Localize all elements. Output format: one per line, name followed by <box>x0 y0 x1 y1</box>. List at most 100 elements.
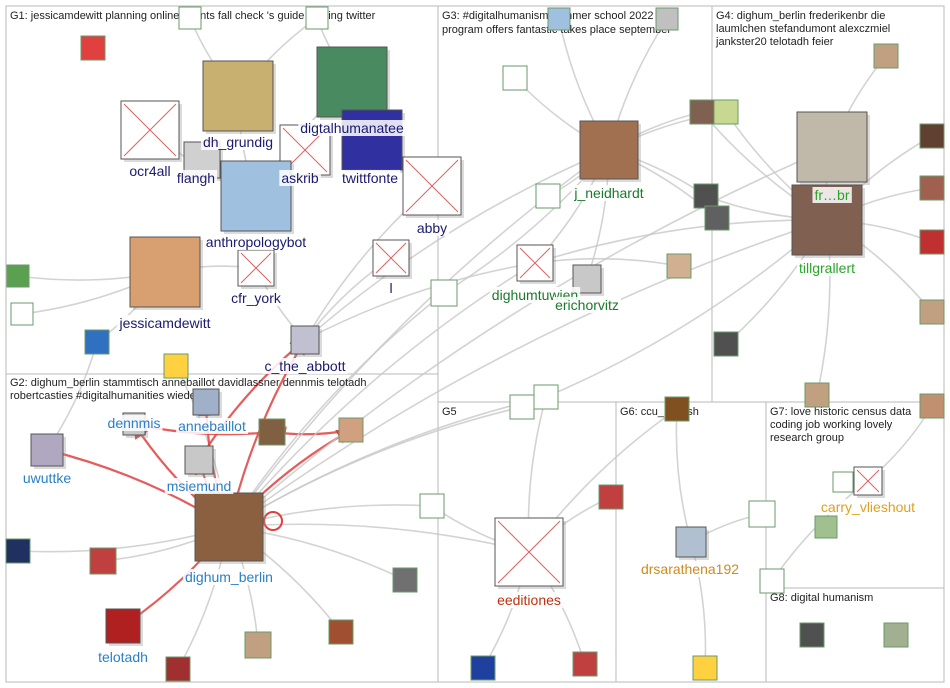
node-drsarathena192[interactable] <box>675 526 709 560</box>
node-avatar-small[interactable] <box>419 493 445 519</box>
node-avatar[interactable] <box>194 492 264 562</box>
node-c_the_abbott[interactable] <box>290 325 322 357</box>
node-avatar-small[interactable] <box>919 393 945 419</box>
node-label: carry_vlieshout <box>821 499 915 515</box>
node-msiemund[interactable] <box>184 445 216 477</box>
node-l[interactable] <box>372 239 412 279</box>
node-avatar-small[interactable] <box>178 6 202 30</box>
node-avatar-small[interactable] <box>535 183 561 209</box>
node-label: twittfonte <box>342 170 398 186</box>
node-avatar-small[interactable] <box>704 205 730 231</box>
node-avatar-small[interactable] <box>509 394 535 420</box>
node-telotadh[interactable] <box>105 608 143 646</box>
node-avatar-small[interactable] <box>6 264 30 288</box>
node-avatar-small[interactable] <box>430 279 458 307</box>
node-avatar-small[interactable] <box>89 547 117 575</box>
node-uwuttke[interactable] <box>30 433 66 469</box>
node-avatar[interactable] <box>290 325 320 355</box>
node-avatar-small[interactable] <box>84 329 110 355</box>
node-avatar-small[interactable] <box>814 515 838 539</box>
self-loop-edge <box>263 511 283 531</box>
node-avatar[interactable] <box>184 445 214 475</box>
node-annebaillot[interactable] <box>192 388 222 418</box>
node-label: annebaillot <box>178 418 246 434</box>
node-avatar-small[interactable] <box>165 656 191 682</box>
node-avatar-small[interactable] <box>328 619 354 645</box>
node-avatar-small[interactable] <box>598 484 624 510</box>
node-avatar-small[interactable] <box>919 299 945 325</box>
node-avatar-small[interactable] <box>693 183 719 209</box>
node-avatar-small[interactable] <box>10 302 34 326</box>
node-avatar-small[interactable] <box>338 417 364 443</box>
node-avatar[interactable] <box>192 388 220 416</box>
node-ocr4all[interactable] <box>120 100 182 162</box>
node-dighum_berlin[interactable] <box>194 492 266 564</box>
placeholder-cross-icon <box>519 247 551 279</box>
node-frederikenbr[interactable] <box>796 111 870 185</box>
node-avatar-small[interactable] <box>873 43 899 69</box>
node-avatar-small[interactable] <box>533 384 559 410</box>
node-layer <box>5 6 945 682</box>
node-avatar-small[interactable] <box>547 7 571 31</box>
node-avatar-small[interactable] <box>163 353 189 379</box>
node-carry_vlieshout[interactable] <box>853 466 885 498</box>
node-avatar-small[interactable] <box>759 568 785 594</box>
node-avatar-small[interactable] <box>832 471 854 493</box>
node-avatar-small[interactable] <box>799 622 825 648</box>
node-avatar-small[interactable] <box>748 500 776 528</box>
node-avatar-small[interactable] <box>80 35 106 61</box>
node-avatar[interactable] <box>579 120 639 180</box>
placeholder-cross-icon <box>497 520 561 584</box>
node-label: cfr_york <box>231 290 282 306</box>
node-avatar-small[interactable] <box>258 418 286 446</box>
node-avatar[interactable] <box>129 236 201 308</box>
node-label-background <box>229 290 284 306</box>
node-avatar-small[interactable] <box>713 331 739 357</box>
node-label: c_the_abbott <box>265 358 346 374</box>
node-abby[interactable] <box>402 156 464 218</box>
node-avatar-small[interactable] <box>470 655 496 681</box>
node-avatar[interactable] <box>796 111 868 183</box>
node-avatar-small[interactable] <box>919 229 945 255</box>
node-avatar-small[interactable] <box>244 631 272 659</box>
node-jessicamdewitt[interactable] <box>129 236 203 310</box>
node-avatar-small[interactable] <box>919 175 945 201</box>
node-avatar-small[interactable] <box>804 382 830 408</box>
node-j_neidhardt[interactable] <box>579 120 641 182</box>
node-avatar[interactable] <box>316 46 388 118</box>
node-avatar-small[interactable] <box>883 622 909 648</box>
node-label: abby <box>417 220 447 236</box>
node-cfr_york[interactable] <box>237 249 277 289</box>
node-avatar[interactable] <box>341 109 403 171</box>
node-avatar[interactable] <box>30 433 64 467</box>
edge <box>228 262 536 528</box>
node-avatar-small[interactable] <box>919 123 945 149</box>
node-eeditiones[interactable] <box>494 517 566 589</box>
placeholder-cross-icon <box>856 469 880 493</box>
node-dh_grundig[interactable] <box>202 60 276 134</box>
node-avatar-small[interactable] <box>713 99 739 125</box>
node-avatar-small[interactable] <box>572 651 598 677</box>
node-label-background <box>414 220 450 236</box>
node-avatar-small[interactable] <box>5 538 31 564</box>
node-label: tillgrallert <box>799 260 855 276</box>
node-avatar-small[interactable] <box>664 396 690 422</box>
edge <box>228 217 829 528</box>
node-dighumtuwien[interactable] <box>516 244 556 284</box>
node-avatar-small[interactable] <box>502 65 528 91</box>
node-avatar-small[interactable] <box>305 6 329 30</box>
node-avatar-small[interactable] <box>689 99 715 125</box>
group-caption-g4-line1: G4: dighum_berlin frederikenbr die <box>716 10 885 22</box>
node-avatar[interactable] <box>202 60 274 132</box>
node-label-background <box>298 120 406 136</box>
node-digtalhumanatee[interactable] <box>316 46 390 120</box>
node-avatar-small[interactable] <box>392 567 418 593</box>
node-avatar[interactable] <box>105 608 141 644</box>
node-label: fr…br <box>815 187 850 203</box>
node-label: digtalhumanatee <box>300 120 404 136</box>
edge <box>228 292 445 528</box>
node-avatar-small[interactable] <box>692 655 718 681</box>
node-avatar-small[interactable] <box>655 7 679 31</box>
node-avatar-small[interactable] <box>666 253 692 279</box>
node-avatar[interactable] <box>675 526 707 558</box>
